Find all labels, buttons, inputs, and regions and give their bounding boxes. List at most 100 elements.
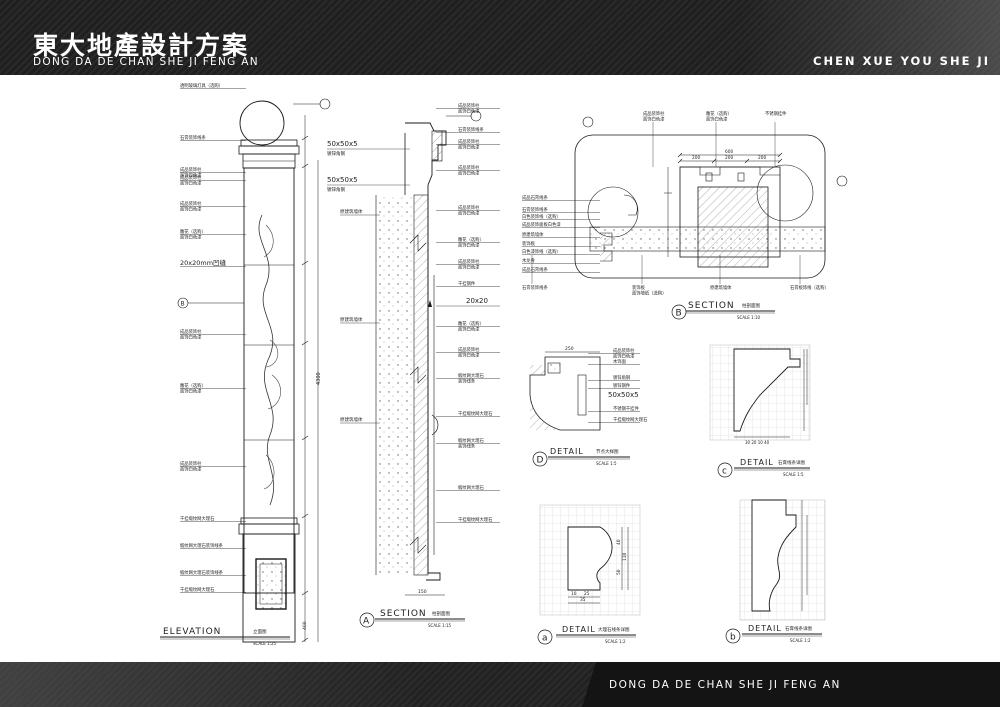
svg-text:原建筑墙体: 原建筑墙体 [340, 316, 363, 323]
elevation-bottom-dim: 400 [302, 621, 308, 630]
svg-text:250: 250 [565, 346, 574, 352]
section-a-note: 面饰白色漆 [458, 108, 480, 115]
section-a-note: 成品装饰柱 [458, 164, 480, 171]
section-b-note: 面饰白色漆 [643, 116, 665, 123]
elevation-note: 干挂缎纹网大理石 [180, 515, 215, 522]
detail-d-drawing: 250 50x50x5 成品装饰柱面饰白色漆木饰面镀锌角钢镀锌钢件不锈钢干挂件干… [529, 346, 648, 467]
svg-text:石膏线条详图: 石膏线条详图 [778, 459, 805, 466]
elevation-note: 成品装饰柱 [180, 174, 202, 181]
section-b-note: 装饰板 [522, 240, 536, 247]
section-a-note: 成品装饰柱 [458, 204, 480, 211]
elevation-subtitle: 立面图 [253, 628, 267, 635]
elevation-note: 面饰白色漆 [180, 172, 202, 179]
detail-a-scale: SCALE 1:2 [605, 639, 626, 644]
section-b-note: 装饰板 [632, 284, 646, 291]
section-b-note: 石膏装饰线条 [522, 206, 548, 213]
detail-d-note: 镀锌钢件 [613, 382, 631, 389]
detail-d-note: 镀锌角钢 [613, 374, 630, 381]
elevation-note: 20x20mm凹缝 [180, 258, 227, 267]
globe-lamp [239, 100, 285, 146]
section-b-dim: 600 [725, 149, 733, 155]
section-b-dim: 200 [725, 155, 733, 161]
svg-text:柱剖面图: 柱剖面图 [742, 302, 760, 309]
detail-a-dim: 50 [616, 569, 622, 575]
elevation-note: 面饰白色漆 [180, 234, 202, 241]
section-b-note: 成品石膏线条 [522, 194, 548, 201]
detail-a-dim: 25 [584, 591, 590, 597]
elevation-note: 面饰白色漆 [180, 334, 202, 341]
section-b-note: 成品装饰柱 [643, 110, 665, 117]
elevation-section-marker: B [181, 301, 185, 308]
detail-b-mark: b [730, 633, 736, 643]
elevation-note: 干挂缎纹网大理石 [180, 586, 215, 593]
detail-d-scale: SCALE 1:5 [596, 461, 617, 466]
section-b-note: 石膏装饰线条 [522, 284, 548, 291]
elevation-title: ELEVATION [163, 627, 221, 637]
section-a-note: 成品装饰柱 [458, 138, 480, 145]
section-a-note: 装饰线条 [458, 378, 476, 385]
section-a-note: 缎纹网大理石 [458, 372, 484, 379]
section-b-note: 雕花（选购） [706, 110, 732, 117]
elevation-scale: SCALE 1:25 [253, 641, 277, 646]
svg-text:原建筑墙体: 原建筑墙体 [340, 208, 363, 215]
elevation-drawing: 4300 400 B 透明玻璃灯具（选购）石膏装饰线条成品装饰柱面饰白色漆成品装… [160, 82, 331, 646]
detail-c-scale: SCALE 1:5 [783, 472, 804, 477]
elevation-note: 成品装饰柱 [180, 328, 202, 335]
section-b-note: 原建筑墙体 [710, 284, 732, 291]
detail-c-drawing: 30 20 10 40 c DETAIL 石膏线条详图 SCALE 1:5 [709, 344, 811, 478]
section-a-note: 面饰白色漆 [458, 210, 480, 217]
section-a-note: 面饰白色漆 [458, 352, 480, 359]
detail-c-profile [733, 348, 801, 432]
detail-d-note: 干挂缎纹网大理石 [613, 416, 648, 423]
detail-a-dim: 35 [580, 597, 586, 603]
section-a-note: 干挂缎纹网大理石 [458, 516, 493, 523]
svg-text:30 20 10 40: 30 20 10 40 [745, 440, 770, 445]
section-a-note: 雕花（选购） [458, 320, 484, 327]
carved-ornament [258, 214, 275, 506]
svg-text:节点大样图: 节点大样图 [596, 448, 619, 455]
section-a-note: 面饰白色漆 [458, 170, 480, 177]
elevation-note: 面饰白色漆 [180, 180, 202, 187]
section-a-note: 石膏装饰线条 [458, 126, 484, 133]
base-marble-panel [255, 558, 287, 610]
section-a-note: 成品装饰柱 [458, 346, 480, 353]
section-b-dim: 200 [692, 155, 700, 161]
detail-b-drawing: b DETAIL 石膏线条详图 SCALE 1:2 [725, 499, 826, 644]
section-a-steel-1: 50x50x5 [327, 140, 358, 148]
section-b-mark: B [676, 309, 682, 319]
section-b-note: 白色漆饰线（选购） [522, 248, 561, 255]
section-a-note: 缎纹网大理石 [458, 484, 484, 491]
elevation-note: 面饰白色漆 [180, 466, 202, 473]
elevation-notes: 透明玻璃灯具（选购）石膏装饰线条成品装饰柱面饰白色漆成品装饰柱面饰白色漆成品装饰… [180, 82, 246, 593]
callout-detail-d [587, 186, 639, 238]
section-b-scale: SCALE 1:10 [737, 315, 761, 320]
wall-hatch [376, 195, 414, 575]
project-title-pinyin: DONG DA DE CHAN SHE JI FENG AN [33, 56, 259, 68]
project-title: 東大地產設計方案 [33, 31, 250, 60]
detail-c-title: DETAIL [740, 458, 774, 467]
section-a-scale: SCALE 1:15 [428, 623, 452, 628]
section-b-note: 成品石膏线条 [522, 266, 548, 273]
detail-d-note: 面饰白色漆 [613, 353, 635, 360]
svg-text:原建筑墙体: 原建筑墙体 [340, 416, 363, 423]
designer-name: CHEN XUE YOU SHE JI [813, 54, 990, 68]
section-a-drawing: 150 50x50x5 镀锌角钢 50x50x5 镀锌角钢 原建筑墙体 原建筑墙… [327, 102, 500, 628]
elevation-note: 缎纹网大理石装饰线条 [180, 569, 224, 576]
elevation-note: 缎纹网大理石装饰线条 [180, 542, 224, 549]
section-b-note: 不锈钢挂件 [765, 110, 787, 117]
detail-a-dim: 10 [571, 591, 577, 597]
svg-text:石膏线条详图: 石膏线条详图 [785, 625, 812, 632]
elevation-note: 面饰白色漆 [180, 388, 202, 395]
svg-text:150: 150 [418, 589, 427, 595]
detail-d-note: 成品装饰柱 [613, 347, 635, 354]
callout-detail-c [756, 164, 814, 222]
elevation-note: 雕花（选购） [180, 228, 206, 235]
section-b-title: SECTION [688, 301, 735, 311]
elevation-note: 成品装饰柱 [180, 166, 202, 173]
section-a-steel-2: 50x50x5 [327, 176, 358, 184]
detail-a-dim: 40 [616, 539, 622, 545]
detail-b-profile [751, 499, 797, 612]
